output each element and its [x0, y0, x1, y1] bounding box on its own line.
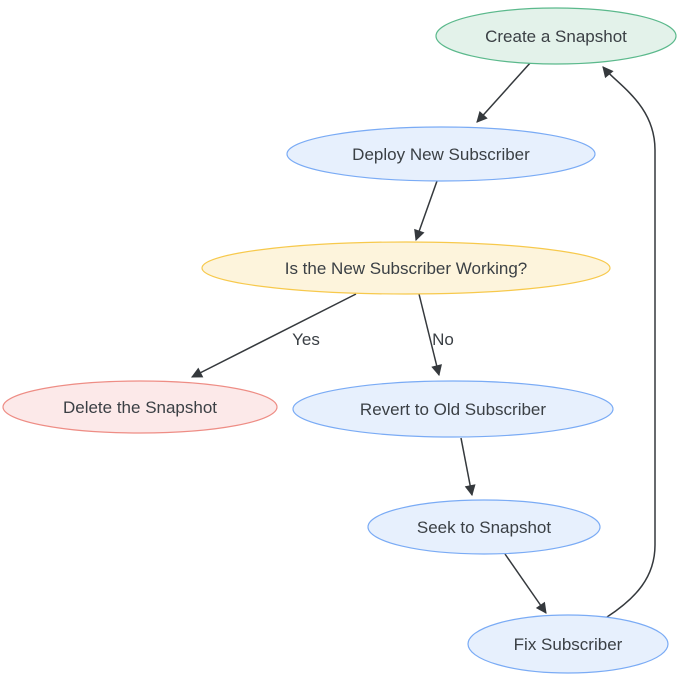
edge-label-no: No [432, 330, 454, 349]
edge-deploy-to-working [414, 180, 438, 242]
node-fix-subscriber: Fix Subscriber [467, 614, 669, 674]
edge-seek-to-fix [504, 553, 547, 614]
node-deploy-new-subscriber-label: Deploy New Subscriber [352, 145, 530, 164]
node-create-a-snapshot-shape [435, 7, 677, 65]
edges-layer: Yes No [191, 61, 656, 618]
node-revert-to-old-subscriber: Revert to Old Subscriber [292, 380, 614, 438]
node-delete-the-snapshot-label: Delete the Snapshot [63, 398, 217, 417]
node-is-the-new-subscriber-working-shape [201, 241, 611, 295]
edge-label-yes: Yes [292, 330, 320, 349]
node-deploy-new-subscriber-shape [286, 126, 596, 182]
node-delete-the-snapshot-shape [2, 380, 278, 434]
node-seek-to-snapshot-label: Seek to Snapshot [417, 518, 551, 537]
node-revert-to-old-subscriber-label: Revert to Old Subscriber [360, 400, 546, 419]
node-fix-subscriber-label: Fix Subscriber [514, 635, 623, 654]
node-create-a-snapshot: Create a Snapshot [435, 7, 677, 65]
edge-revert-to-seek [460, 437, 476, 497]
node-revert-to-old-subscriber-shape [292, 380, 614, 438]
node-delete-the-snapshot: Delete the Snapshot [2, 380, 278, 434]
node-seek-to-snapshot: Seek to Snapshot [367, 499, 601, 555]
edge-fix-to-create-loop [602, 66, 656, 618]
edge-working-to-revert-no [418, 293, 442, 377]
node-seek-to-snapshot-shape [367, 499, 601, 555]
edge-working-to-delete-yes [191, 293, 357, 378]
edge-create-to-deploy [476, 61, 532, 123]
node-is-the-new-subscriber-working: Is the New Subscriber Working? [201, 241, 611, 295]
node-fix-subscriber-shape [467, 614, 669, 674]
node-create-a-snapshot-label: Create a Snapshot [485, 27, 627, 46]
node-is-the-new-subscriber-working-label: Is the New Subscriber Working? [285, 259, 528, 278]
node-deploy-new-subscriber: Deploy New Subscriber [286, 126, 596, 182]
